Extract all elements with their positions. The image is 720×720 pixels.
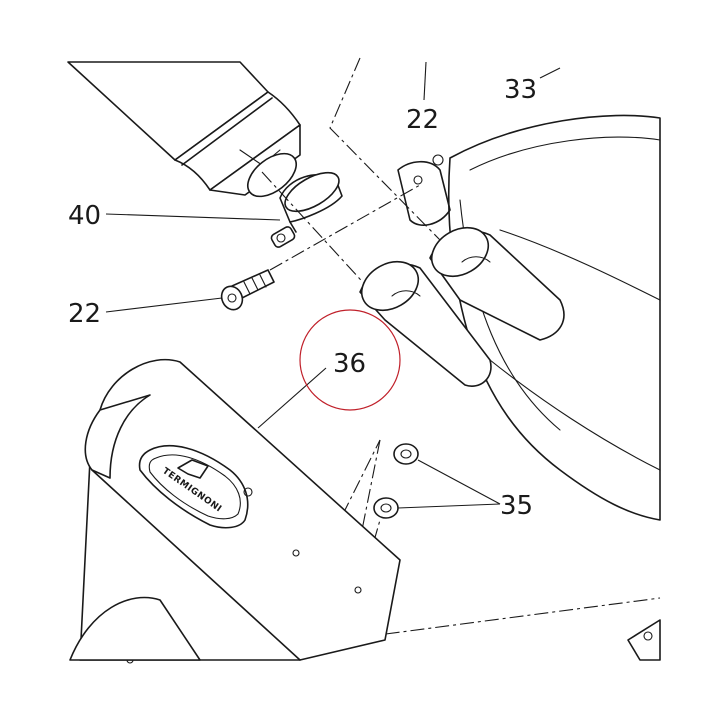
part-label-36: 36 <box>333 349 366 379</box>
mounting-bracket <box>627 619 661 661</box>
exhaust-link-pipes <box>359 226 565 387</box>
washer-parts-35 <box>373 443 419 519</box>
exhaust-pipe-upper <box>67 61 301 198</box>
part-label-22-left: 22 <box>68 299 101 329</box>
part-label-33: 33 <box>504 75 537 105</box>
highlight-circle <box>299 309 401 411</box>
part-label-22-top: 22 <box>406 105 439 135</box>
part-label-35: 35 <box>500 491 533 521</box>
leader-lines <box>105 61 561 509</box>
clamp-part-40 <box>270 171 343 248</box>
bolt-part-22 <box>220 269 275 311</box>
part-label-40: 40 <box>68 201 101 231</box>
